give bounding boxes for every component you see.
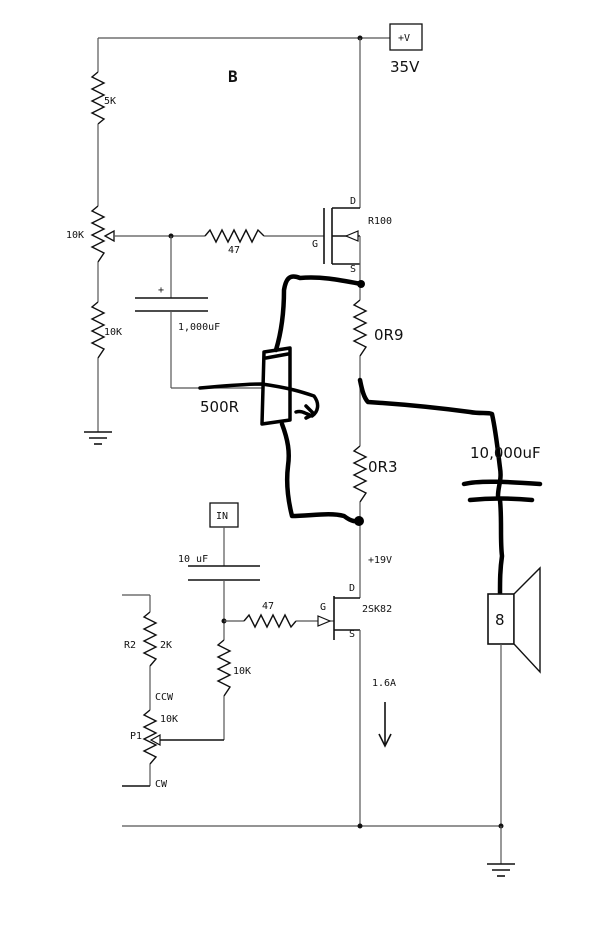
resistor-47-bottom xyxy=(243,613,297,629)
jfet-source-label: S xyxy=(349,629,355,640)
jfet-gate-label: G xyxy=(320,602,326,613)
resistor-47-top-label: 47 xyxy=(228,245,240,256)
resistor-5k xyxy=(90,71,106,125)
cw-label: CW xyxy=(155,779,168,790)
pot-500r-label: 500R xyxy=(200,398,239,416)
resistor-47-bottom-label: 47 xyxy=(262,601,274,612)
resistor-0r3-label: 0R3 xyxy=(368,458,398,476)
jfet-drain-label: D xyxy=(349,583,355,594)
potentiometer-p1 xyxy=(142,709,158,765)
supply-box xyxy=(389,23,423,51)
resistor-10k-bias xyxy=(216,639,232,697)
supply-voltage: 35V xyxy=(390,58,420,76)
ccw-label: CCW xyxy=(155,692,174,703)
potentiometer-10k xyxy=(90,205,106,263)
mosfet-part-label: R100 xyxy=(368,216,392,227)
ground-symbol-right xyxy=(487,863,515,877)
cap-10uf-label: 10 uF xyxy=(178,554,208,565)
cap-10000uf-label: 10,000uF xyxy=(470,444,541,462)
speaker-impedance-label: 8 xyxy=(495,611,505,629)
resistor-5k-label: 5K xyxy=(104,96,116,107)
p1-name-label: P1 xyxy=(130,731,142,742)
supply-19v-label: +19V xyxy=(368,555,392,566)
input-box-label: IN xyxy=(216,511,228,522)
mosfet-source-label: S xyxy=(350,264,356,275)
current-label: 1.6A xyxy=(372,678,396,689)
r2-name-label: R2 xyxy=(124,640,136,651)
hand-drawn-modification xyxy=(198,274,543,597)
cap-plus-label: + xyxy=(158,285,164,296)
resistor-10k-bias-label: 10K xyxy=(233,666,251,677)
p1-wiper-arrow xyxy=(149,733,161,747)
resistor-r2-2k xyxy=(142,611,158,667)
r2-value-label: 2K xyxy=(160,640,172,651)
resistor-0r9-label: 0R9 xyxy=(374,326,404,344)
diagram-title: B xyxy=(228,67,238,86)
cap-1000uf-label: 1,000uF xyxy=(178,322,220,333)
resistor-47-top xyxy=(204,228,265,244)
resistor-0r9 xyxy=(352,299,368,357)
p1-value-label: 10K xyxy=(160,714,178,725)
jfet-2sk82 xyxy=(317,596,360,640)
jfet-part-label: 2SK82 xyxy=(362,604,392,615)
current-arrow-icon xyxy=(378,702,392,748)
supply-box-label: +V xyxy=(398,33,410,44)
resistor-0r3 xyxy=(352,445,368,503)
pot-10k-label: 10K xyxy=(66,230,84,241)
resistor-10k xyxy=(90,301,106,359)
mosfet-gate-label: G xyxy=(312,239,318,250)
speaker-icon xyxy=(487,566,541,674)
pot-wiper-arrow xyxy=(103,229,115,243)
ground-symbol-left xyxy=(84,431,112,445)
mosfet-r100 xyxy=(323,38,361,265)
resistor-10k-label: 10K xyxy=(104,327,122,338)
mosfet-drain-label: D xyxy=(350,196,356,207)
junction-dot xyxy=(357,823,363,829)
